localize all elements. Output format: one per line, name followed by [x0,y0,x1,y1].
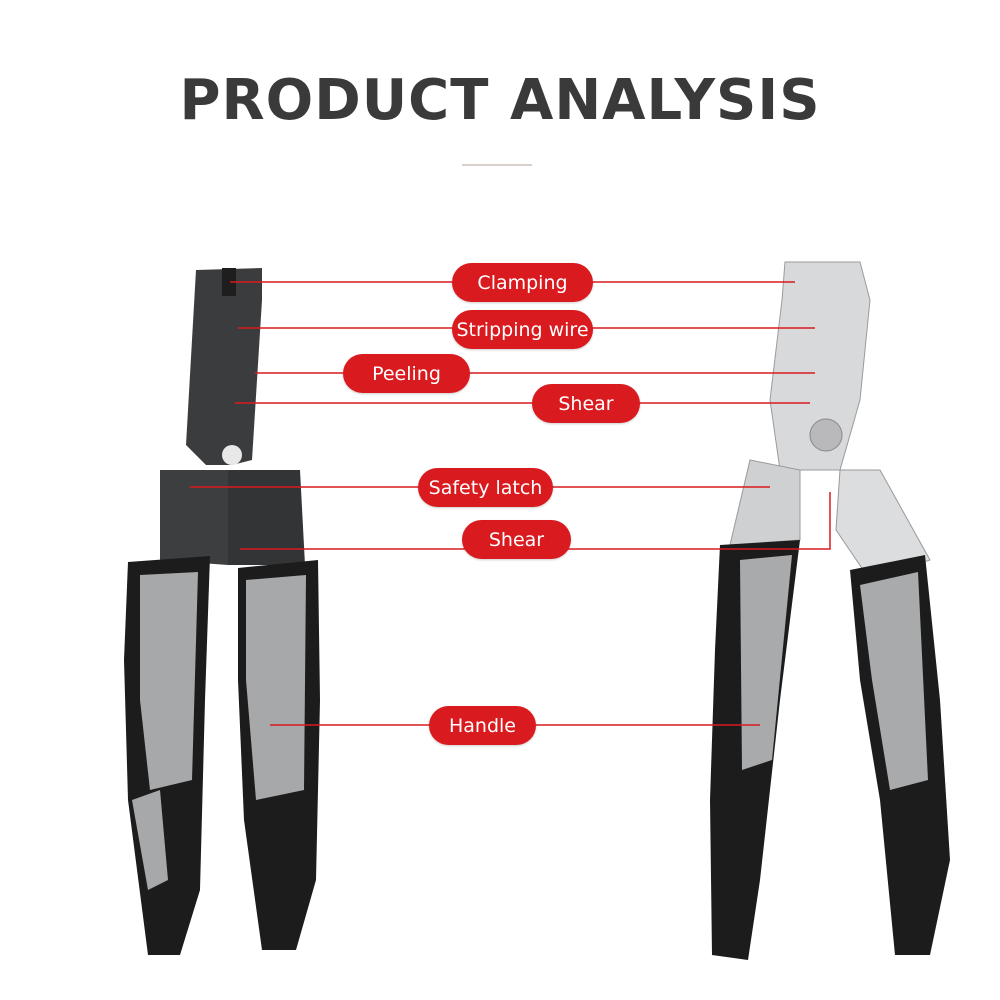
left-pliers-image [124,268,320,955]
label-stripping-wire: Stripping wire [452,310,593,349]
right-pliers-image [710,261,950,960]
label-shear-top: Shear [532,384,640,423]
label-safety-latch: Safety latch [418,468,553,507]
label-peeling: Peeling [343,354,470,393]
page-title: PRODUCT ANALYSIS [179,68,821,133]
title-divider [462,164,532,166]
label-shear-bottom: Shear [462,520,571,559]
label-handle: Handle [429,706,536,745]
label-clamping: Clamping [452,263,593,302]
